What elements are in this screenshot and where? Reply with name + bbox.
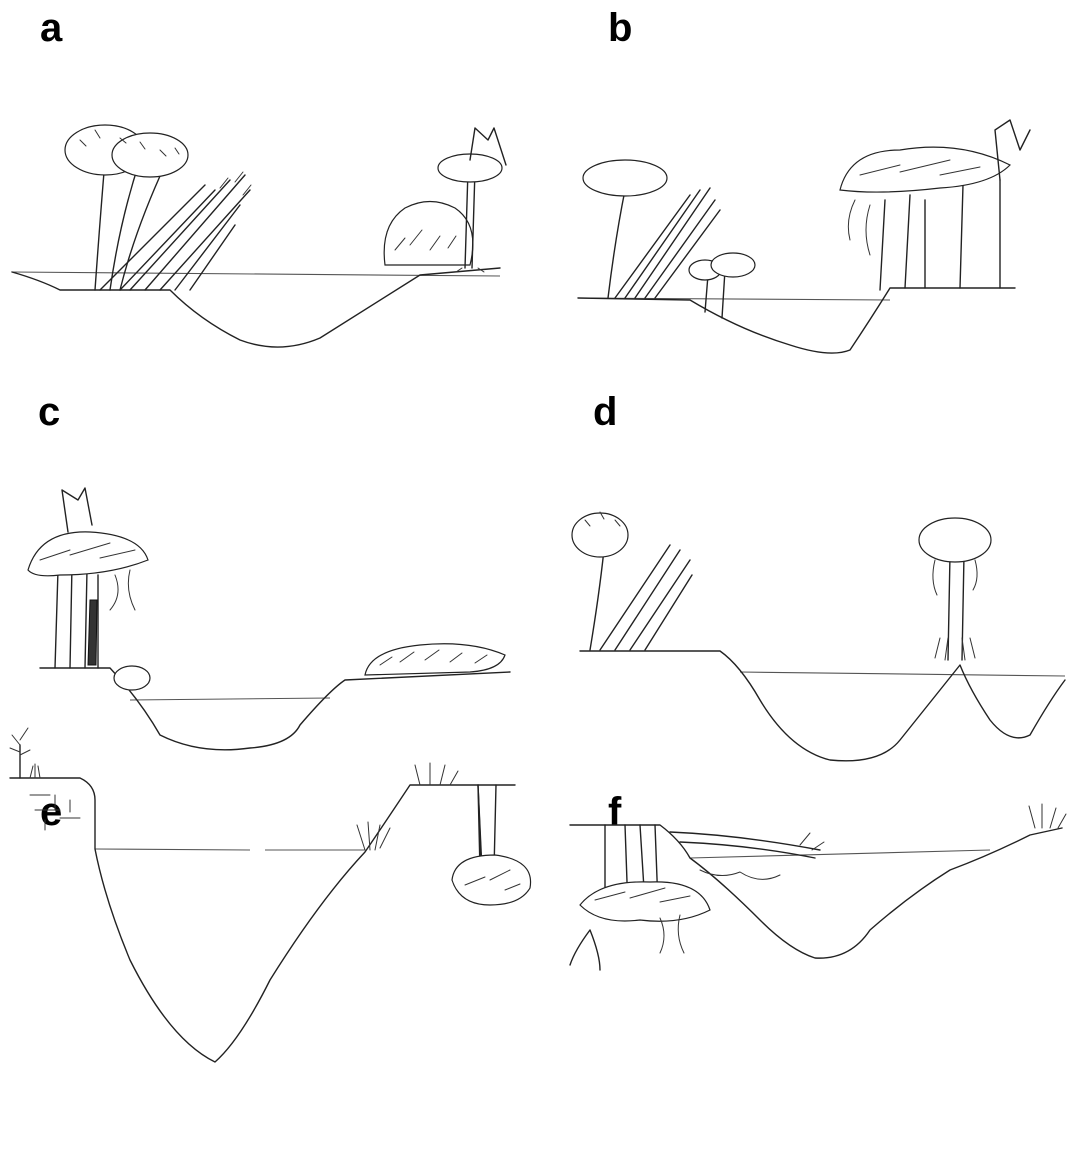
panel-e-grass-tufts bbox=[357, 763, 458, 850]
panel-a-left-trees bbox=[65, 125, 188, 290]
panel-c-left-forest bbox=[28, 488, 148, 668]
panel-b-channel-profile bbox=[578, 288, 1015, 353]
panel-e-drawing bbox=[10, 728, 531, 1062]
panel-c-water-line bbox=[130, 698, 330, 700]
panel-e-right-tree bbox=[452, 785, 531, 905]
panel-a-reed-stand bbox=[100, 172, 251, 290]
panel-d-channel-profile bbox=[580, 651, 1065, 761]
panel-c-right-shrubs bbox=[365, 644, 505, 675]
panel-c-channel-profile bbox=[40, 668, 510, 750]
panel-f-drawing bbox=[570, 804, 1066, 970]
panel-e-water-line bbox=[95, 849, 365, 850]
panel-f-fallen-log bbox=[670, 832, 824, 879]
panel-a-drawing bbox=[12, 125, 506, 347]
panel-d-left-trees-reeds bbox=[572, 512, 692, 650]
panel-d-drawing bbox=[572, 512, 1065, 761]
panel-d-island-tree bbox=[919, 518, 991, 660]
panel-a-right-shrubs bbox=[384, 202, 473, 266]
panel-f-left-forest bbox=[570, 825, 710, 970]
panel-b-small-trees bbox=[689, 253, 755, 318]
panel-a-channel-profile bbox=[12, 268, 500, 347]
panel-c-small-shrub bbox=[114, 666, 150, 690]
panel-c-drawing bbox=[28, 488, 510, 750]
panel-b-forest-canopy bbox=[840, 120, 1030, 290]
panel-f-right-grass bbox=[1029, 804, 1066, 828]
panel-e-channel-profile bbox=[10, 778, 515, 1062]
panel-b-drawing bbox=[578, 120, 1030, 353]
panel-f-water-line bbox=[690, 850, 990, 858]
panel-b-left-tree bbox=[583, 160, 667, 298]
panel-d-water-line bbox=[740, 672, 1065, 676]
panel-e-left-bank bbox=[10, 728, 80, 830]
panel-b-reed-stand bbox=[615, 188, 720, 298]
